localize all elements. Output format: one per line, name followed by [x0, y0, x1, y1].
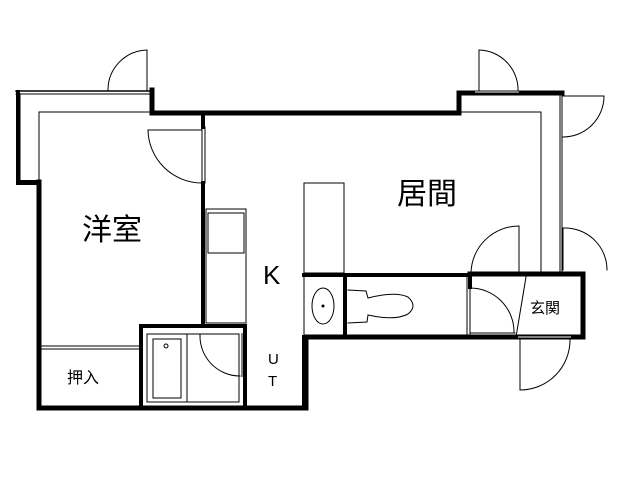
unit-bath [139, 324, 247, 410]
door-balcony-left [107, 49, 148, 91]
door-living-hall [470, 225, 520, 274]
exterior-walls [36, 87, 586, 411]
door-balcony-right [475, 49, 519, 93]
partition-wall [201, 111, 206, 328]
room-label-kitchen: K [263, 260, 281, 290]
balcony-left [15, 90, 153, 185]
door-western-room [147, 129, 203, 184]
room-label-western-room: 洋室 [82, 213, 142, 248]
room-label-unit-bath-u: U [268, 351, 279, 368]
room-label-unit-bath-t: T [268, 373, 278, 390]
room-label-living-room: 居間 [397, 177, 457, 212]
door-right-upper [562, 95, 605, 138]
kitchen-counter [205, 208, 247, 324]
room-label-closet: 押入 [67, 368, 100, 387]
toilet-room [302, 273, 472, 339]
room-label-entrance: 玄関 [530, 299, 561, 317]
entrance-area [468, 276, 571, 391]
door-right-lower [562, 227, 608, 271]
closet [40, 345, 142, 350]
interior-lines [38, 92, 563, 274]
storage-cabinet [303, 182, 345, 274]
